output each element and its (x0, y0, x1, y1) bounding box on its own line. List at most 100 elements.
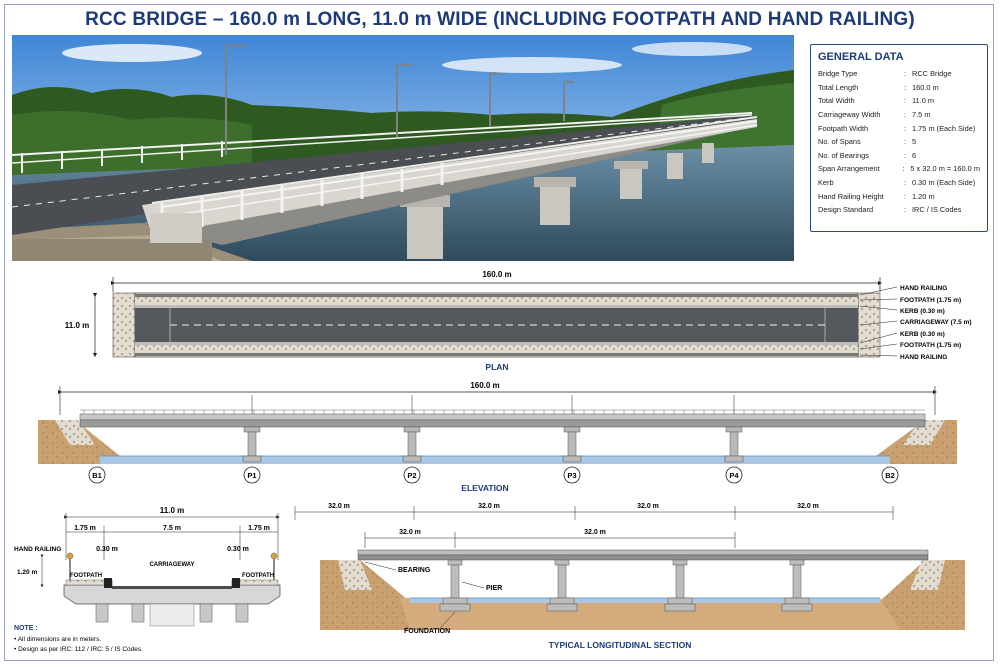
elevation-length-dim: 160.0 m (470, 381, 499, 390)
plan-view: 160.0 m 11.0 m HAND RAILING FOOTPATH (1.7… (65, 270, 972, 372)
general-data-value: 160.0 m (912, 82, 939, 92)
note-1: • All dimensions are in meters. (14, 636, 101, 643)
ls-top-span: 32.0 m (328, 503, 350, 510)
support-marker (88, 466, 106, 484)
note-2: • Design as per IRC: 112 / IRC: 5 / IS C… (14, 646, 143, 653)
xs-kerb-dim-left: 0.30 m (96, 546, 118, 553)
drawing-frame (4, 4, 994, 661)
ls-pier-part (664, 603, 696, 612)
general-data-colon: : (904, 123, 907, 133)
ls-pier-part (675, 564, 685, 599)
general-data-row: Span Arrangement:5 x 32.0 m = 160.0 m (818, 162, 980, 176)
general-data-label: Total Length (818, 82, 859, 92)
xs-rail-height: 1.20 m (17, 569, 37, 576)
ls-pier-part (789, 559, 805, 566)
ls-top-span: 32.0 m (637, 503, 659, 510)
ls-pier-part (792, 564, 802, 599)
plan-legend-item: HAND RAILING (900, 285, 947, 292)
general-data-colon: : (904, 96, 907, 106)
general-data-row: No. of Bearings:6 (818, 149, 980, 163)
general-data-value: IRC / IS Codes (912, 205, 962, 215)
support-label: B1 (92, 471, 102, 480)
xs-kerb-dim-right: 0.30 m (227, 546, 249, 553)
plan-width-dim: 11.0 m (65, 321, 89, 330)
general-data-label: No. of Spans (818, 137, 861, 147)
general-data-row: Bridge Type:RCC Bridge (818, 67, 980, 81)
ls-pier-part (439, 603, 471, 612)
ls-bearing-label: BEARING (398, 567, 431, 574)
ls-foundation-label: FOUNDATION (404, 628, 450, 635)
general-data-label: Bridge Type (818, 69, 858, 79)
general-data-row: Hand Railing Height:1.20 m (818, 189, 980, 203)
xs-carriageway-dim: 7.5 m (163, 525, 181, 532)
support-marker (725, 466, 743, 484)
plan-legend-item: FOOTPATH (1.75 m) (900, 342, 961, 349)
plan-legend-item: KERB (0.30 m) (900, 331, 945, 338)
ls-pier-part (554, 559, 570, 566)
general-data-row: No. of Spans:5 (818, 135, 980, 149)
xs-footpath-label-right: FOOTPATH (242, 573, 274, 579)
xs-footpath-dim-right: 1.75 m (248, 525, 270, 532)
general-data-colon: : (904, 82, 907, 92)
ls-pier-part (546, 603, 578, 612)
general-data-colon: : (904, 205, 907, 215)
general-data-colon: : (902, 164, 905, 174)
support-label: P2 (407, 471, 416, 480)
general-data-label: Kerb (818, 178, 834, 188)
general-data-label: Footpath Width (818, 123, 869, 133)
support-marker (403, 466, 421, 484)
support-label: P4 (729, 471, 739, 480)
plan-legend-item: CARRIAGEWAY (7.5 m) (900, 319, 972, 326)
plan-caption: PLAN (485, 362, 508, 372)
general-data-row: Total Width:11.0 m (818, 94, 980, 108)
ls-pier-part (549, 597, 575, 605)
support-marker (563, 466, 581, 484)
sheet-title: RCC BRIDGE – 160.0 m LONG, 11.0 m WIDE (… (85, 9, 915, 30)
general-data-value: 1.20 m (912, 191, 935, 201)
plan-legend-item: KERB (0.30 m) (900, 308, 945, 315)
support-marker (881, 466, 899, 484)
plan-length-dim: 160.0 m (482, 270, 511, 279)
general-data-colon: : (904, 137, 907, 147)
general-data-colon: : (904, 178, 907, 188)
ls-top-span: 32.0 m (478, 503, 500, 510)
support-label: P1 (247, 471, 256, 480)
ls-pier-part (557, 564, 567, 599)
general-data-row: Total Length:160.0 m (818, 81, 980, 95)
general-data-value: 5 x 32.0 m = 160.0 m (910, 164, 980, 174)
support-marker (243, 466, 261, 484)
ls-lower-span-1: 32.0 m (399, 529, 421, 536)
general-data-label: Total Width (818, 96, 855, 106)
xs-total-dim: 11.0 m (160, 506, 184, 515)
ls-pier-label: PIER (486, 585, 502, 592)
ls-lower-span-2: 32.0 m (584, 529, 606, 536)
ls-pier-part (667, 597, 693, 605)
general-data-label: Span Arrangement (818, 164, 880, 174)
plan-legend-item: FOOTPATH (1.75 m) (900, 297, 961, 304)
general-data-row: Footpath Width:1.75 m (Each Side) (818, 121, 980, 135)
general-data-colon: : (904, 191, 907, 201)
general-data-value: RCC Bridge (912, 69, 952, 79)
xs-footpath-dim-left: 1.75 m (74, 525, 96, 532)
general-data-value: 1.75 m (Each Side) (912, 123, 976, 133)
general-data-value: 6 (912, 150, 917, 160)
notes-block: NOTE : • All dimensions are in meters. •… (14, 625, 143, 653)
long-section-view: 32.0 m 32.0 m 32.0 m 32.0 m 32.0 m 32.0 m B… (294, 503, 965, 650)
ls-pier-part (672, 559, 688, 566)
general-data-label: Hand Railing Height (818, 191, 884, 201)
general-data-value: 11.0 m (912, 96, 935, 106)
support-label: P3 (567, 471, 576, 480)
general-data-label: No. of Bearings (818, 150, 869, 160)
ls-top-span: 32.0 m (797, 503, 819, 510)
general-data-value: 5 (912, 137, 917, 147)
xs-carriageway-label: CARRIAGEWAY (149, 562, 194, 568)
cross-section-view: 11.0 m 1.75 m 7.5 m 1.75 m 0.30 m 0.30 m… (14, 506, 281, 627)
general-data-heading: GENERAL DATA (818, 51, 904, 63)
ls-pier-part (784, 597, 810, 605)
notes-heading: NOTE : (14, 625, 38, 632)
xs-footpath-label-left: FOOTPATH (70, 573, 102, 579)
